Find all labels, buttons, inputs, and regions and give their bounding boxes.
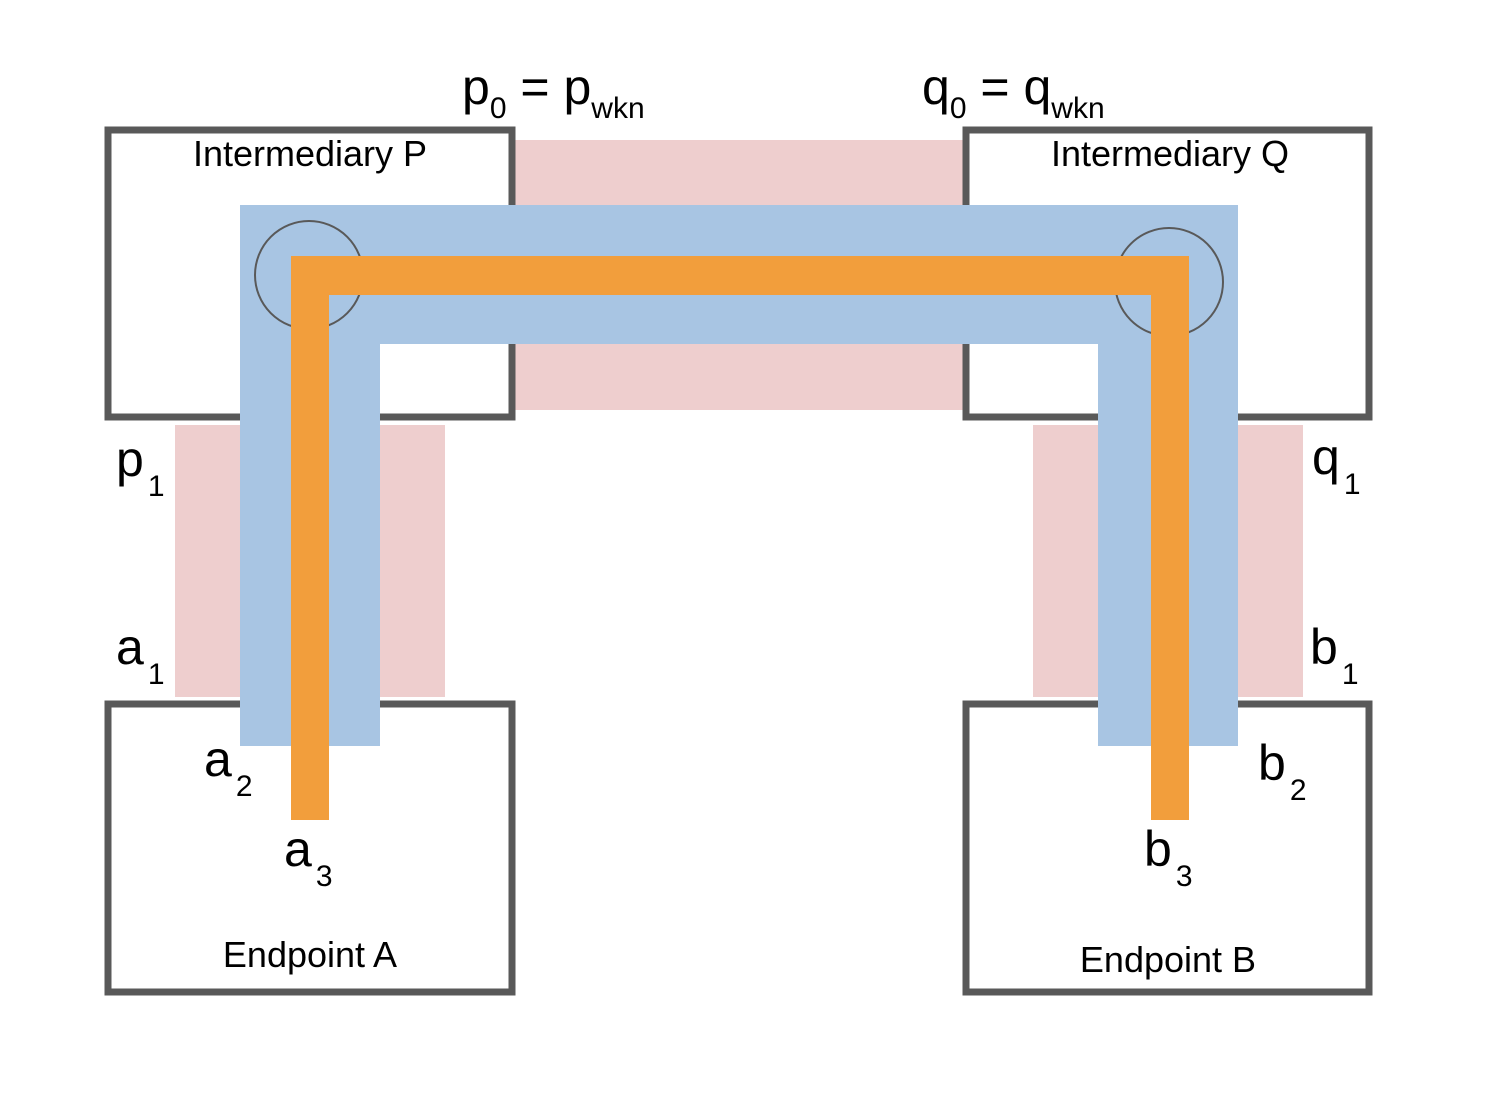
endpoint-a-label: Endpoint A bbox=[223, 934, 397, 975]
endpoint-b-label: Endpoint B bbox=[1080, 939, 1256, 980]
label-q0: q0 = qwkn bbox=[922, 59, 1105, 125]
label-p0: p0 = pwkn bbox=[462, 59, 645, 125]
intermediary-p-label: Intermediary P bbox=[193, 133, 427, 174]
blue-tunnel bbox=[240, 205, 1238, 746]
intermediary-q-label: Intermediary Q bbox=[1051, 133, 1289, 174]
